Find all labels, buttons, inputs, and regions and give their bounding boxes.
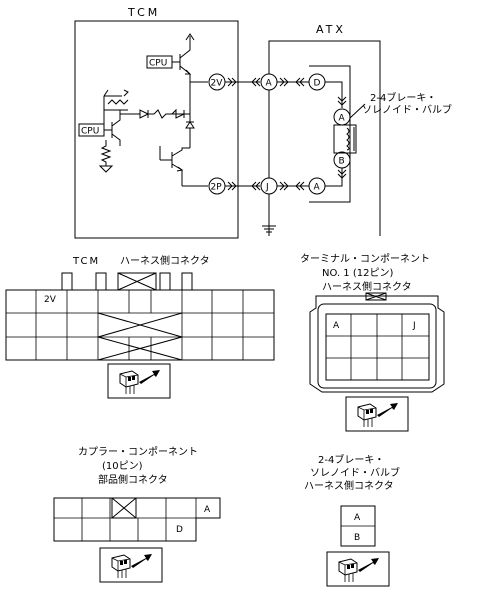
solenoid-pin-a: A bbox=[354, 513, 361, 523]
solenoid-frame bbox=[309, 65, 351, 203]
coupler-pin-d: D bbox=[176, 525, 183, 535]
left-transistor bbox=[104, 110, 121, 146]
solenoid-plug-icon bbox=[326, 551, 390, 587]
coupler-title-1: カプラー・コンポーネント bbox=[78, 446, 198, 458]
terminal-outer bbox=[309, 295, 445, 393]
bottom-transistor bbox=[160, 147, 190, 186]
node-d-label: D bbox=[314, 79, 321, 89]
solenoid-label-1: 2-4ブレーキ・ bbox=[370, 91, 436, 104]
terminal-grid bbox=[325, 313, 430, 381]
node-sol-a-label: A bbox=[339, 114, 346, 124]
node-a-top-label: A bbox=[266, 79, 273, 89]
solenoid-connector: 2-4ブレーキ・ ソレノイド・バルブ ハーネス側コネクタ A B bbox=[304, 453, 400, 587]
atx-label: ATX bbox=[316, 23, 346, 36]
node-j-label: J bbox=[265, 183, 269, 193]
coupler-connector: カプラー・コンポーネント (10ピン) 部品側コネクタ A D bbox=[53, 446, 221, 583]
terminal-title-3: ハーネス側コネクタ bbox=[322, 280, 412, 293]
solenoid-coil-box bbox=[333, 124, 357, 154]
terminal-plug-icon bbox=[345, 396, 409, 432]
solenoid-pin-b: B bbox=[354, 533, 360, 543]
terminal-pin-a: A bbox=[333, 321, 340, 331]
tcm-connector: TCM ハーネス側コネクタ 2V bbox=[5, 254, 275, 399]
solenoid-conn-title-2: ソレノイド・バルブ bbox=[310, 466, 400, 479]
atx-box bbox=[268, 40, 381, 236]
terminal-title-1: ターミナル・コンポーネント bbox=[300, 253, 430, 265]
tcm-plug-icon bbox=[107, 363, 171, 399]
tcm-connector-title: ハーネス側コネクタ bbox=[120, 254, 210, 267]
tcm-pin-2v: 2V bbox=[44, 295, 57, 305]
coupler-body bbox=[53, 497, 221, 542]
schematic: TCM ATX CPU CPU bbox=[74, 6, 452, 239]
node-sol-b bbox=[333, 151, 351, 169]
tcm-box bbox=[74, 20, 239, 239]
tcm-label: TCM bbox=[127, 6, 160, 19]
pin-2v-label: 2V bbox=[211, 79, 224, 89]
cpu-top-label: CPU bbox=[149, 59, 167, 69]
node-j bbox=[260, 177, 278, 195]
top-transistor bbox=[172, 42, 191, 82]
coupler-plug-icon bbox=[99, 547, 163, 583]
node-sol-b-label: B bbox=[339, 157, 345, 167]
terminal-connector: ターミナル・コンポーネント NO. 1 (12ピン) ハーネス側コネクタ A J bbox=[300, 253, 445, 432]
tcm-connector-body bbox=[5, 289, 275, 361]
terminal-title-2: NO. 1 (12ピン) bbox=[322, 267, 393, 279]
cpu-left-label: CPU bbox=[81, 127, 99, 137]
tcm-connector-title-prefix: TCM bbox=[72, 256, 100, 267]
solenoid-conn-title-1: 2-4ブレーキ・ bbox=[318, 453, 384, 466]
coupler-title-2: (10ピン) bbox=[102, 460, 143, 472]
terminal-pin-j: J bbox=[412, 321, 416, 331]
solenoid-conn-title-3: ハーネス側コネクタ bbox=[304, 479, 394, 492]
solenoid-label-2: ソレノイド・バルブ bbox=[362, 103, 452, 116]
node-a-bottom-label: A bbox=[314, 183, 321, 193]
coupler-title-3: 部品側コネクタ bbox=[98, 473, 168, 486]
pin-2p-label: 2P bbox=[211, 183, 223, 193]
coupler-pin-a: A bbox=[204, 505, 211, 515]
